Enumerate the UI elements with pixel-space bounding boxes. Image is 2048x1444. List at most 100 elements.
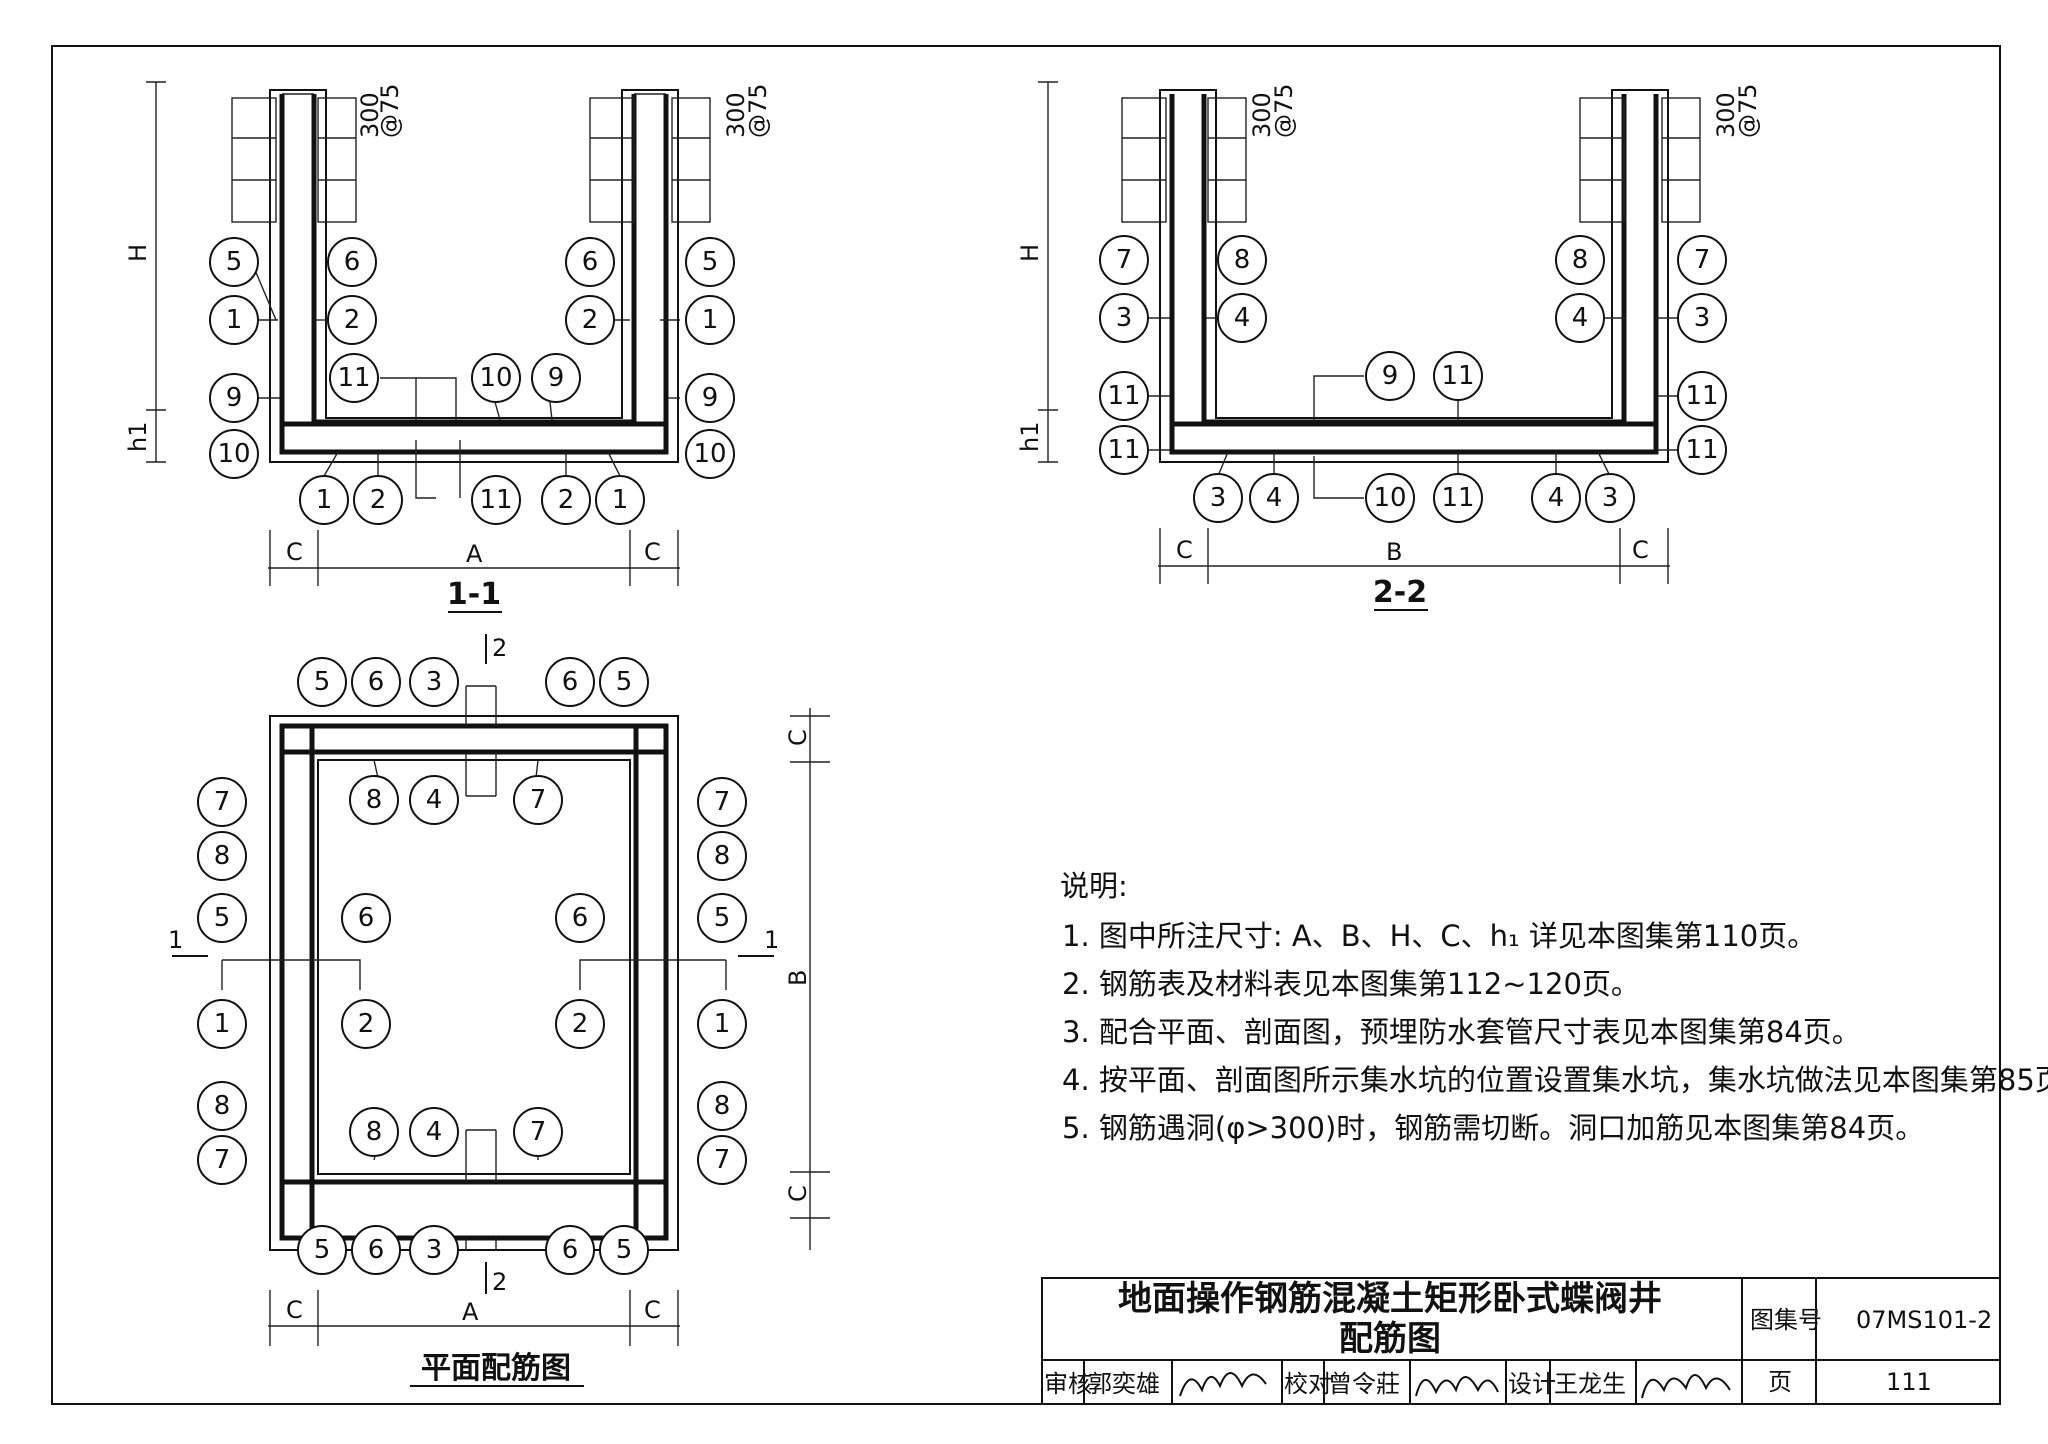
drawing-title-line1: 地面操作钢筋混凝土矩形卧式蝶阀井: [1118, 1279, 1662, 1319]
bubble: 7: [214, 1145, 231, 1175]
bubble: 10: [217, 439, 250, 469]
bubble: 11: [1107, 435, 1140, 465]
bubble: 5: [214, 903, 231, 933]
designer-name: 王龙生: [1554, 1370, 1626, 1398]
plan-reinforcement: 2 2 1 1 5 6 3 6 5 8 4 7: [168, 634, 830, 1387]
dim-h1: h1: [1016, 422, 1044, 452]
bubble: 8: [366, 785, 383, 815]
sheet-border: [51, 45, 2001, 1405]
bubble: 3: [1694, 303, 1711, 333]
dim-B: B: [1386, 538, 1402, 566]
dim-H: H: [1016, 244, 1044, 262]
dim-300-right: 300: [1712, 92, 1740, 138]
dim-300-left: 300: [1248, 92, 1276, 138]
dim-C-left: C: [286, 1296, 303, 1324]
bubble: 6: [368, 667, 385, 697]
dim-C-bottom: C: [784, 1185, 812, 1202]
page-label: 页: [1768, 1368, 1792, 1396]
drawing-title-line2: 配筋图: [1339, 1319, 1441, 1359]
page-number: 111: [1886, 1368, 1932, 1396]
bubble: 6: [572, 903, 589, 933]
bubble: 11: [1107, 381, 1140, 411]
bubble: 7: [714, 1145, 731, 1175]
bubble: 8: [214, 841, 231, 871]
bubble: 2: [572, 1009, 589, 1039]
note-item: 4. 按平面、剖面图所示集水坑的位置设置集水坑，集水坑做法见本图集第85页。: [1062, 1063, 2048, 1097]
bubble: 4: [426, 1117, 443, 1147]
section-title-2-2: 2-2: [1373, 575, 1427, 610]
bubble: 11: [1441, 361, 1474, 391]
check-label: 校对: [1284, 1370, 1332, 1398]
cut-label-2-bottom: 2: [492, 1268, 507, 1296]
reviewer-signature: [1179, 1372, 1267, 1397]
bubble: 3: [1116, 303, 1133, 333]
bubble: 9: [548, 363, 565, 393]
cut-label-2-top: 2: [492, 634, 507, 662]
bubble: 7: [1116, 245, 1133, 275]
bubble: 8: [714, 1091, 731, 1121]
bubble: 3: [1602, 483, 1619, 513]
bubble: 4: [426, 785, 443, 815]
bubble: 5: [226, 247, 243, 277]
bubble: 8: [1572, 245, 1589, 275]
dim-spacing-left: @75: [1270, 83, 1298, 138]
atlas-number: 07MS101-2: [1856, 1306, 1992, 1334]
bubble: 9: [702, 383, 719, 413]
reviewer-name: 郭奕雄: [1088, 1370, 1160, 1398]
note-item: 2. 钢筋表及材料表见本图集第112~120页。: [1062, 967, 1640, 1001]
bubble: 5: [314, 667, 331, 697]
bubble: 2: [344, 305, 361, 335]
bubble: 6: [358, 903, 375, 933]
dim-A: A: [466, 540, 483, 568]
bubble: 4: [1548, 483, 1565, 513]
bubble: 5: [714, 903, 731, 933]
bubble: 6: [368, 1235, 385, 1265]
notes: 说明: 1. 图中所注尺寸: A、B、H、C、h₁ 详见本图集第110页。 2.…: [1060, 869, 2048, 1145]
bubble: 8: [214, 1091, 231, 1121]
bubble: 1: [714, 1009, 731, 1039]
bubble: 5: [702, 247, 719, 277]
note-item: 1. 图中所注尺寸: A、B、H、C、h₁ 详见本图集第110页。: [1062, 919, 1816, 953]
note-item: 3. 配合平面、剖面图，预埋防水套管尺寸表见本图集第84页。: [1062, 1015, 1861, 1049]
designer-signature: [1641, 1374, 1731, 1399]
bubble: 6: [344, 247, 361, 277]
dim-spacing-right: @75: [744, 83, 772, 138]
bubble: 2: [370, 485, 387, 515]
bubble: 5: [616, 667, 633, 697]
bubble: 9: [226, 383, 243, 413]
bubble: 3: [426, 667, 443, 697]
atlas-label: 图集号: [1750, 1306, 1822, 1334]
note-item: 5. 钢筋遇洞(φ>300)时，钢筋需切断。洞口加筋见本图集第84页。: [1062, 1111, 1924, 1145]
checker-signature: [1415, 1376, 1499, 1397]
bubble: 2: [358, 1009, 375, 1039]
bubble: 7: [214, 787, 231, 817]
bubble: 6: [582, 247, 599, 277]
bubble: 1: [226, 305, 243, 335]
bubble: 11: [1685, 435, 1718, 465]
bubble: 5: [616, 1235, 633, 1265]
bubble: 4: [1572, 303, 1589, 333]
bubble: 7: [530, 1117, 547, 1147]
bubble: 11: [479, 485, 512, 515]
bubble: 1: [702, 305, 719, 335]
title-block: 地面操作钢筋混凝土矩形卧式蝶阀井 配筋图 图集号 07MS101-2 页 111…: [1041, 1277, 2001, 1405]
dim-C-left: C: [286, 538, 303, 566]
bubble: 11: [1685, 381, 1718, 411]
dim-spacing-left: @75: [376, 83, 404, 138]
bubble: 8: [366, 1117, 383, 1147]
bubble: 1: [612, 485, 629, 515]
section-1-1: 300 @75 300 @75 H h1 5 6 1 2 9 10 11: [124, 81, 772, 613]
dim-A: A: [462, 1298, 479, 1326]
bubble: 1: [214, 1009, 231, 1039]
dim-C-right: C: [1632, 536, 1649, 564]
dim-C-left: C: [1176, 536, 1193, 564]
section-title-1-1: 1-1: [447, 577, 501, 612]
review-label: 审核: [1044, 1370, 1092, 1398]
dim-300-left: 300: [356, 92, 384, 138]
dim-H: H: [124, 244, 152, 262]
dim-spacing-right: @75: [1734, 83, 1762, 138]
dim-300-right: 300: [722, 92, 750, 138]
bubble: 2: [558, 485, 575, 515]
bubble: 5: [314, 1235, 331, 1265]
